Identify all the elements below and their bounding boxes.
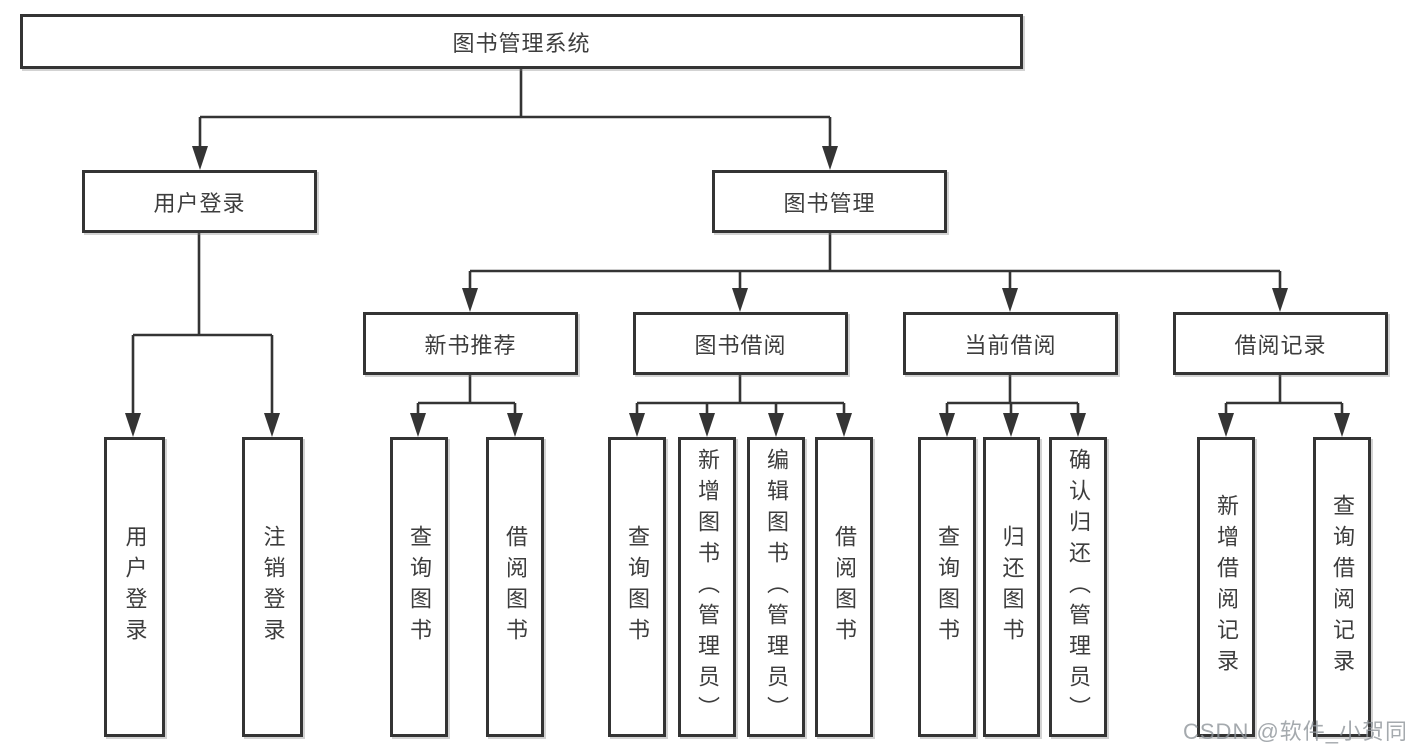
leaf-user-login: 用户登录 <box>104 437 165 737</box>
leaf-edit-books-admin: 编辑图书（管理员） <box>747 437 805 737</box>
node-label: 编辑图书（管理员） <box>764 447 789 727</box>
node-label: 注销登录 <box>260 525 286 649</box>
node-label: 新增图书（管理员） <box>695 447 720 727</box>
leaf-add-books-admin: 新增图书（管理员） <box>678 437 736 737</box>
node-new-book-recommend: 新书推荐 <box>363 312 578 375</box>
node-label: 借阅图书 <box>503 525 528 649</box>
leaf-query-books-recommend: 查询图书 <box>390 437 448 737</box>
node-label: 图书管理系统 <box>452 30 591 56</box>
leaf-query-books-borrowing: 查询图书 <box>608 437 666 737</box>
node-user-login: 用户登录 <box>82 170 317 233</box>
node-label: 当前借阅 <box>964 332 1057 358</box>
node-label: 新书推荐 <box>424 332 517 358</box>
node-book-management: 图书管理 <box>712 170 947 233</box>
node-label: 新增借阅记录 <box>1214 494 1239 680</box>
node-label: 用户登录 <box>153 190 246 216</box>
leaf-query-borrow-record: 查询借阅记录 <box>1313 437 1371 737</box>
node-label: 用户登录 <box>122 525 148 649</box>
node-library-system: 图书管理系统 <box>20 14 1023 69</box>
node-label: 查询借阅记录 <box>1330 494 1355 680</box>
node-book-borrowing: 图书借阅 <box>633 312 848 375</box>
node-label: 图书管理 <box>783 190 876 216</box>
leaf-return-books: 归还图书 <box>983 437 1040 737</box>
node-current-borrowing: 当前借阅 <box>903 312 1118 375</box>
leaf-add-borrow-record: 新增借阅记录 <box>1197 437 1255 737</box>
leaf-confirm-return-admin: 确认归还（管理员） <box>1049 437 1107 737</box>
leaf-borrow-books-borrowing: 借阅图书 <box>815 437 873 737</box>
node-label: 归还图书 <box>999 525 1025 649</box>
node-label: 图书借阅 <box>694 332 787 358</box>
watermark: CSDN @软件_小贺同学 <box>1183 719 1405 744</box>
leaf-logout: 注销登录 <box>242 437 303 737</box>
node-label: 查询图书 <box>935 525 960 649</box>
node-label: 确认归还（管理员） <box>1066 447 1091 727</box>
node-label: 查询图书 <box>625 525 650 649</box>
node-label: 借阅图书 <box>832 525 857 649</box>
node-label: 借阅记录 <box>1234 332 1327 358</box>
leaf-query-books-current: 查询图书 <box>918 437 976 737</box>
node-label: 查询图书 <box>407 525 432 649</box>
leaf-borrow-books-recommend: 借阅图书 <box>486 437 544 737</box>
node-borrowing-records: 借阅记录 <box>1173 312 1388 375</box>
